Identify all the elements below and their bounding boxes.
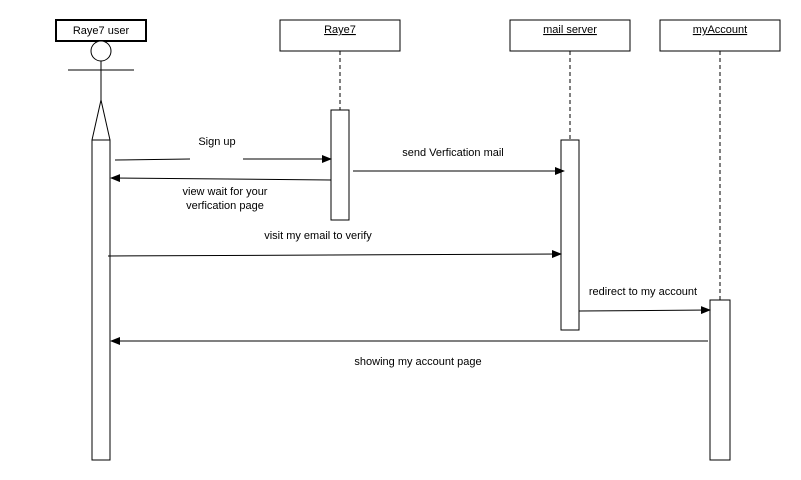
participant-mail-server: mail server xyxy=(509,19,631,331)
message-showing-account: showing my account page xyxy=(110,337,708,368)
actor-head-icon xyxy=(90,40,112,62)
label-send-verification: send Verfication mail xyxy=(402,147,504,159)
label-view-wait-line1: view wait for your xyxy=(183,186,268,198)
actor-left-leg xyxy=(91,99,102,141)
participant-label-myaccount: myAccount xyxy=(693,24,747,36)
participant-myaccount: myAccount xyxy=(659,19,781,461)
label-visit-email: visit my email to verify xyxy=(264,230,372,242)
participant-label-raye7: Raye7 xyxy=(324,24,356,36)
label-showing-account: showing my account page xyxy=(354,356,481,368)
message-view-wait: view wait for your verfication page xyxy=(110,174,332,212)
message-sign-up: Sign up xyxy=(114,136,332,163)
user-activation-bar xyxy=(91,139,111,461)
actor-raye7-user: Raye7 user xyxy=(55,19,147,461)
arrow-sign-up-part1 xyxy=(114,158,191,161)
arrow-redirect xyxy=(578,306,711,315)
label-view-wait-line2: verfication page xyxy=(186,200,264,212)
arrow-visit-email xyxy=(107,250,562,259)
participant-box-mail-server xyxy=(509,19,631,52)
participant-label-mail-server: mail server xyxy=(543,24,597,36)
message-redirect: redirect to my account xyxy=(578,286,711,315)
message-send-verification: send Verfication mail xyxy=(353,147,565,175)
label-redirect: redirect to my account xyxy=(589,286,697,298)
actor-label: Raye7 user xyxy=(73,25,130,37)
raye7-activation-bar xyxy=(330,109,350,221)
label-sign-up: Sign up xyxy=(198,136,235,148)
arrow-view-wait xyxy=(110,174,332,183)
participant-box-raye7 xyxy=(279,19,401,52)
participant-box-myaccount xyxy=(659,19,781,52)
actor-right-leg xyxy=(100,99,111,141)
message-visit-email: visit my email to verify xyxy=(107,230,562,259)
participant-raye7: Raye7 xyxy=(279,19,401,221)
mail-server-activation-bar xyxy=(560,139,580,331)
myaccount-activation-bar xyxy=(709,299,731,461)
